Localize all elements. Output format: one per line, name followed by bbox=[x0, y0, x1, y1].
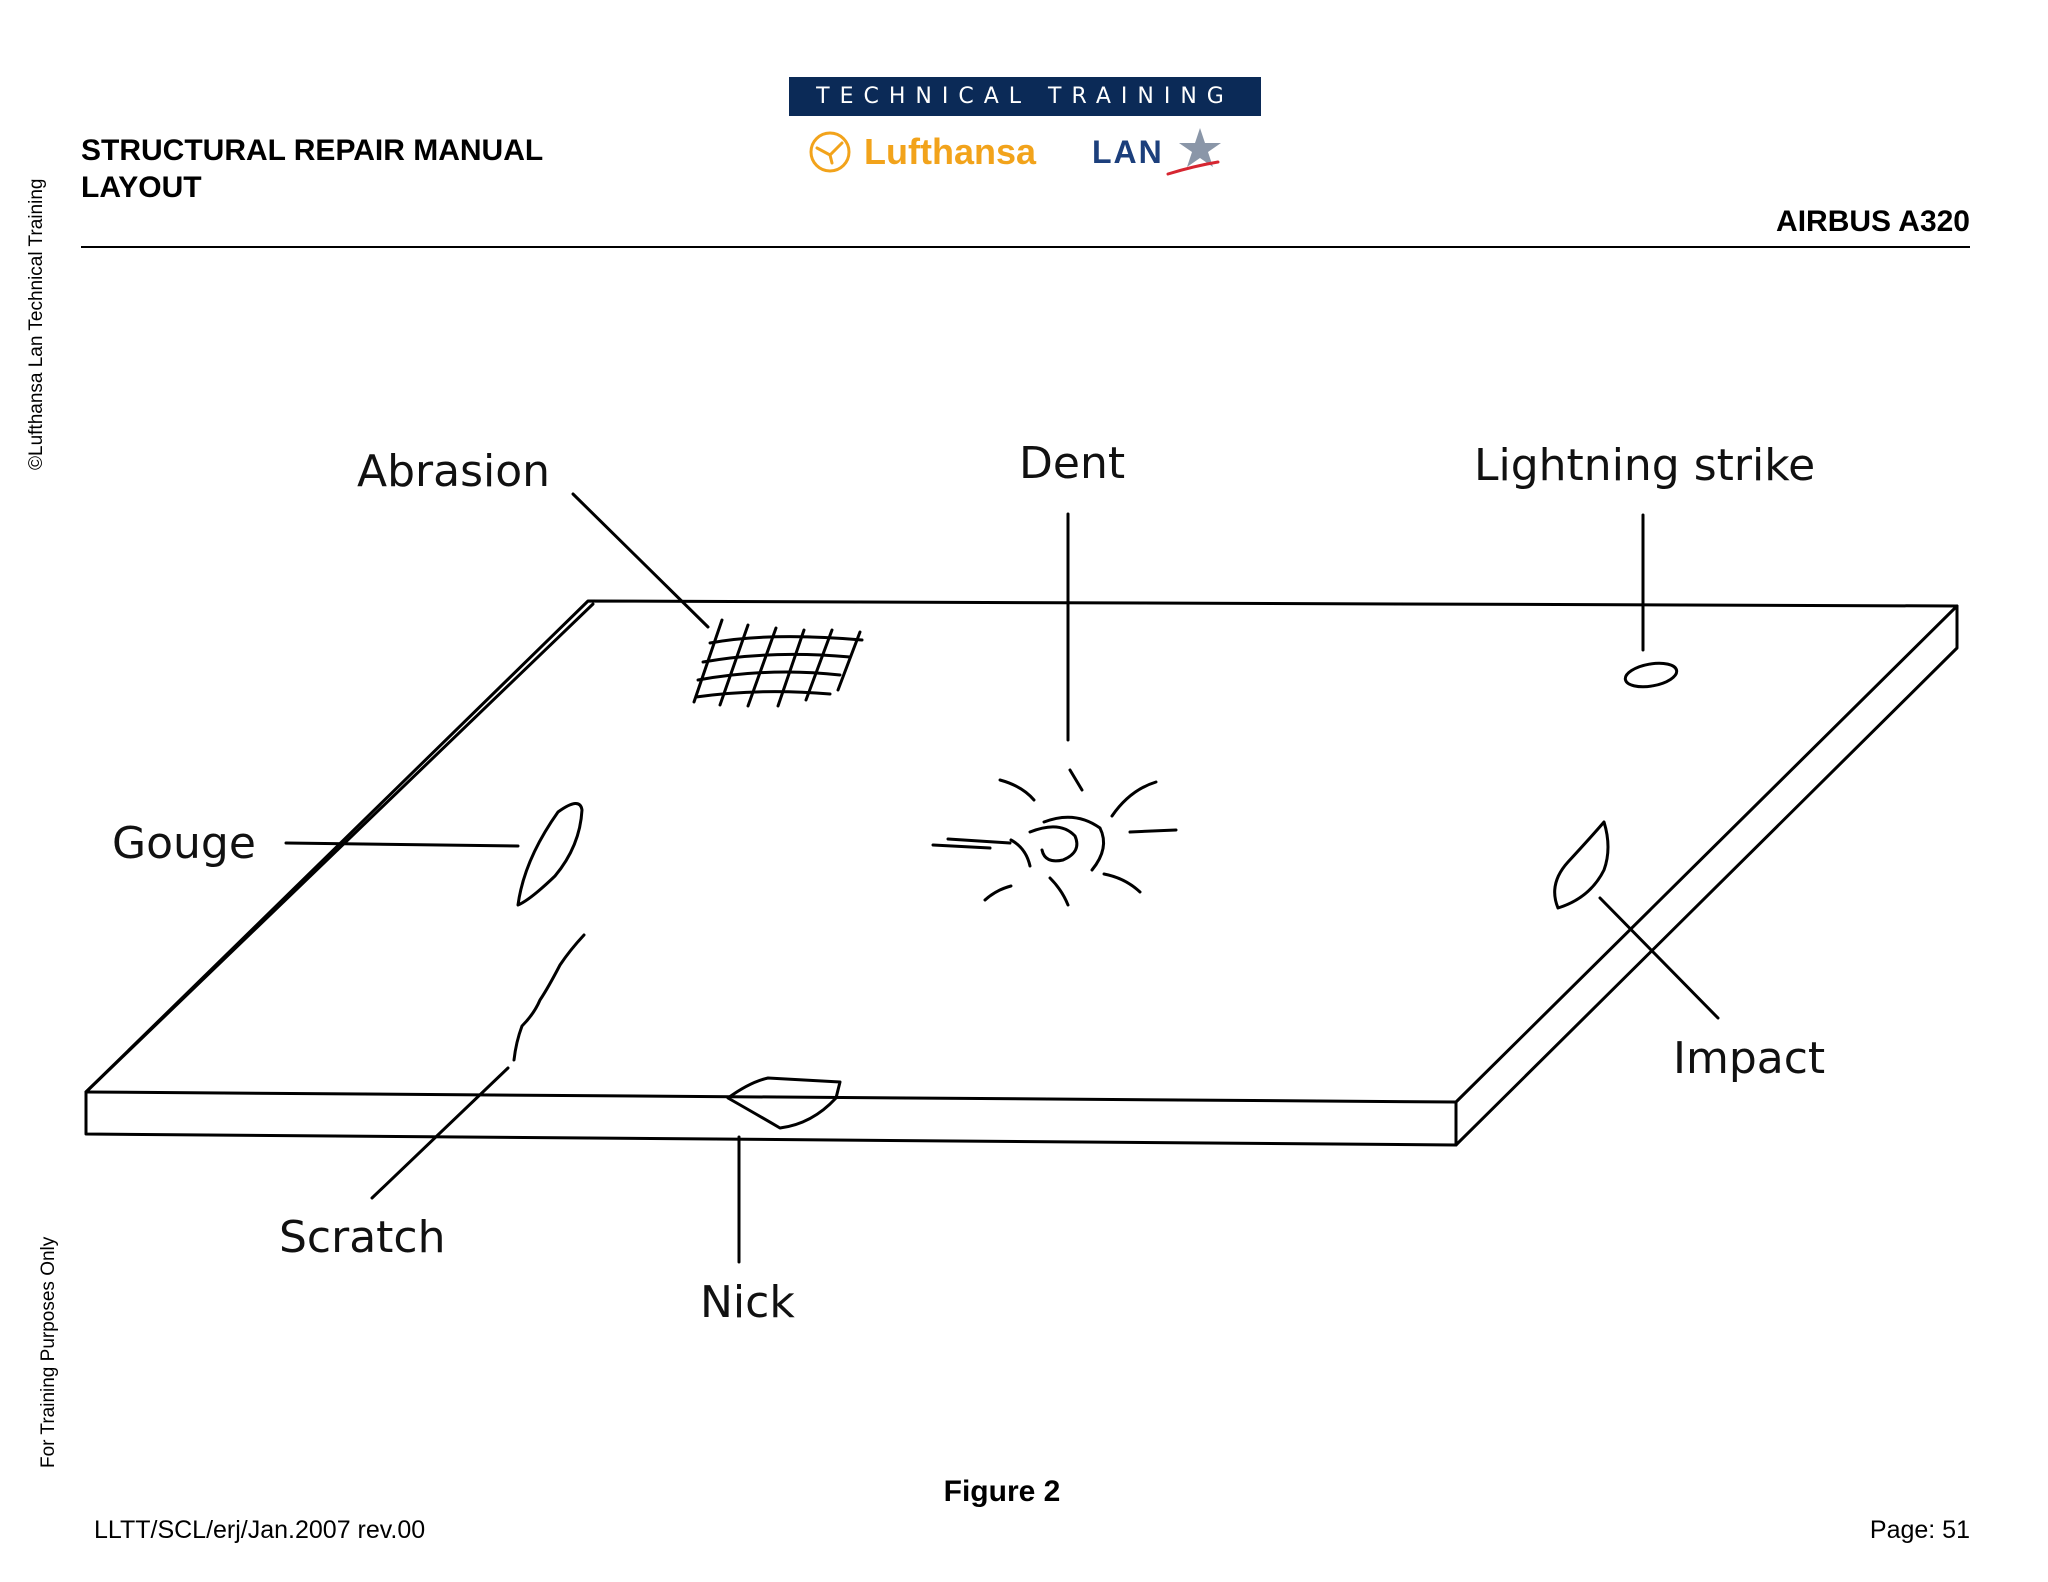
page-number: Page: 51 bbox=[1869, 1516, 1970, 1544]
lufthansa-wordmark: Lufthansa bbox=[864, 131, 1037, 172]
lan-logo: LAN bbox=[1092, 126, 1224, 178]
plate-outline bbox=[84, 599, 1959, 1147]
label-lightning-strike: Lightning strike bbox=[1474, 440, 1815, 491]
scratch-mark bbox=[512, 933, 586, 1062]
label-dent: Dent bbox=[1019, 438, 1125, 489]
document-title-line2: LAYOUT bbox=[81, 171, 202, 204]
technical-training-banner: TECHNICAL TRAINING bbox=[789, 77, 1261, 116]
aircraft-type: AIRBUS A320 bbox=[1776, 205, 1970, 238]
label-nick: Nick bbox=[700, 1277, 795, 1328]
document-title-line1: STRUCTURAL REPAIR MANUAL bbox=[81, 134, 544, 167]
abrasion-mark bbox=[692, 618, 864, 708]
label-impact: Impact bbox=[1673, 1033, 1825, 1084]
label-gouge: Gouge bbox=[112, 818, 256, 869]
impact-mark bbox=[1553, 820, 1610, 910]
lufthansa-logo: Lufthansa bbox=[808, 129, 1036, 175]
scratch-leader bbox=[370, 1066, 510, 1200]
document-reference: LLTT/SCL/erj/Jan.2007 rev.00 bbox=[94, 1516, 426, 1544]
header-divider bbox=[81, 246, 1970, 248]
lufthansa-crane-icon bbox=[809, 131, 851, 173]
nick-mark bbox=[726, 1076, 842, 1130]
impact-leader bbox=[1598, 896, 1720, 1020]
lan-star-icon bbox=[1166, 128, 1221, 176]
gouge-mark bbox=[516, 802, 584, 907]
gouge-leader bbox=[284, 841, 520, 848]
abrasion-leader bbox=[571, 492, 710, 629]
label-scratch: Scratch bbox=[279, 1212, 446, 1263]
label-abrasion: Abrasion bbox=[357, 446, 550, 497]
lan-wordmark: LAN bbox=[1092, 133, 1164, 170]
figure-caption: Figure 2 bbox=[943, 1475, 1061, 1508]
document-title: STRUCTURAL REPAIR MANUAL LAYOUT bbox=[81, 132, 543, 206]
leader-lines bbox=[284, 492, 1720, 1264]
dent-mark bbox=[931, 768, 1178, 907]
lightning-strike-mark bbox=[1623, 661, 1679, 689]
